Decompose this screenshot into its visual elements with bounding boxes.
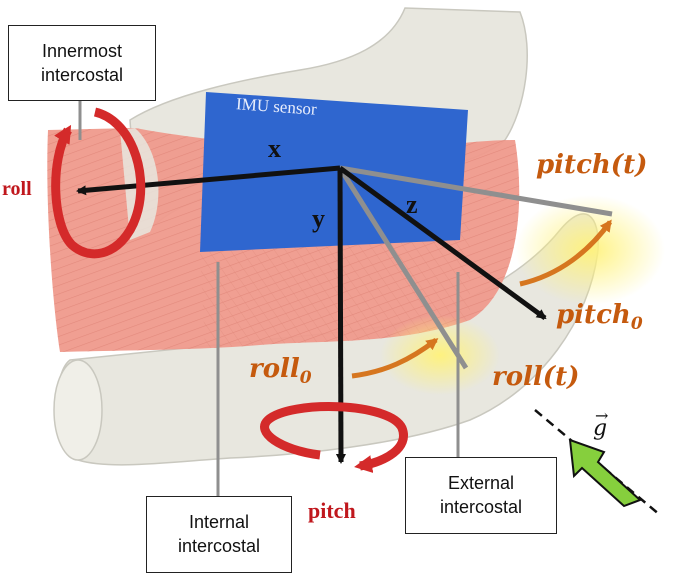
pitch-0-base: pitch	[556, 300, 631, 330]
pitch-change-arrow	[519, 219, 613, 287]
roll-0-label: roll0	[249, 354, 312, 388]
z-axis-arrow	[338, 165, 547, 321]
pitch-glow	[515, 195, 665, 305]
x-axis-arrow	[76, 165, 341, 196]
gravity-label: →g	[593, 406, 608, 441]
roll-t-line	[337, 166, 469, 370]
rib-end-cap	[53, 359, 103, 461]
external-line2: intercostal	[439, 497, 523, 517]
roll-0-base: roll	[249, 354, 300, 384]
gravity-arrow	[568, 438, 642, 508]
roll-glow	[380, 315, 500, 395]
y-axis-arrow	[335, 167, 346, 464]
pitch-t-line	[339, 165, 613, 217]
roll-rotation-arrow	[51, 107, 146, 259]
pitch-rotation-arrow	[260, 402, 408, 473]
roll-0-subscript: 0	[299, 368, 312, 389]
roll-t-label: roll(t)	[492, 362, 580, 392]
imu-sensor-plate	[200, 92, 468, 252]
z-axis-label: z	[406, 190, 418, 219]
external-intercostal-box: External intercostal	[405, 457, 557, 534]
internal-intercostal-box: Internal intercostal	[146, 496, 292, 573]
roll-label: roll	[2, 178, 32, 200]
pitch-0-subscript: 0	[630, 314, 643, 335]
roll-change-arrow	[351, 338, 439, 379]
y-axis-label: y	[312, 204, 325, 233]
x-axis-label: x	[268, 134, 281, 163]
pitch-t-label: pitch(t)	[536, 150, 648, 180]
external-line1: External	[447, 473, 515, 493]
internal-line2: intercostal	[177, 536, 261, 556]
pitch-label: pitch	[308, 498, 356, 523]
internal-line1: Internal	[188, 512, 250, 532]
gravity-symbol: g	[593, 416, 608, 441]
pitch-0-label: pitch0	[556, 300, 643, 334]
vector-arrow-icon: →	[595, 406, 609, 425]
innermost-intercostal-box: Innermost intercostal	[8, 25, 156, 101]
innermost-line2: intercostal	[40, 65, 124, 85]
innermost-line1: Innermost	[41, 41, 123, 61]
